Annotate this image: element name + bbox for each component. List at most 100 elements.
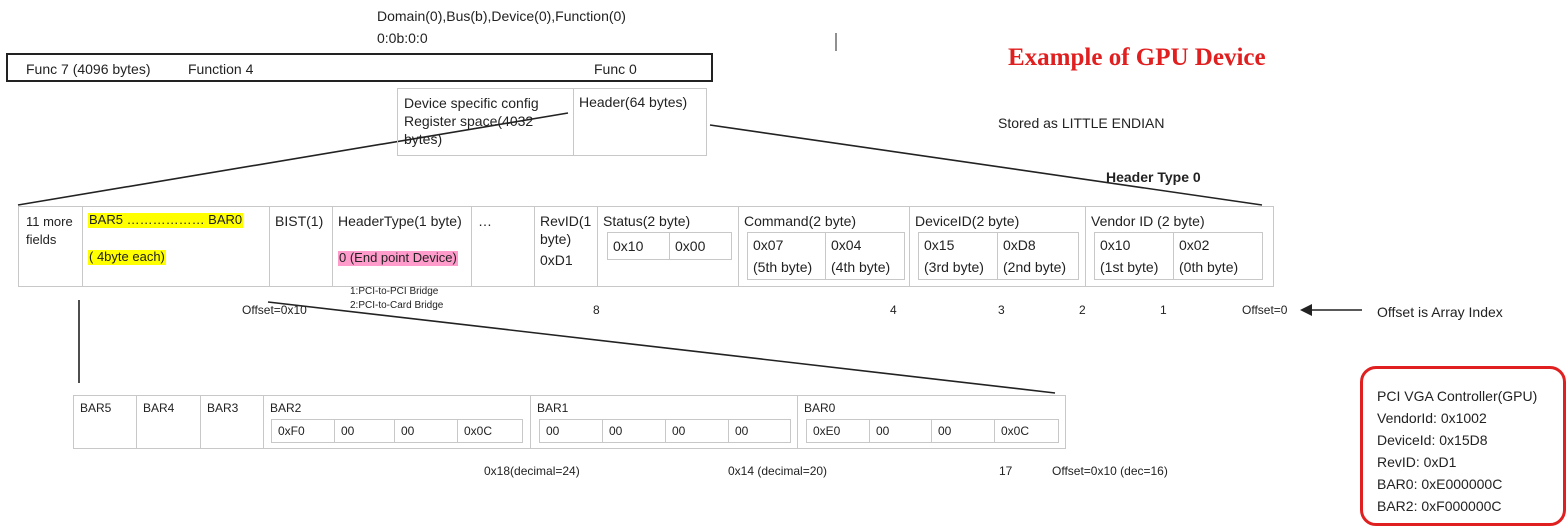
revid-cell: RevID(1 byte) 0xD1	[534, 206, 598, 287]
deviceid-byte-2-value: 0xD8	[1003, 237, 1036, 253]
offset-0x10-label: Offset=0x10	[242, 303, 307, 317]
bars-note: ( 4byte each)	[88, 249, 166, 265]
deviceid-byte-3-value: 0x15	[924, 237, 955, 253]
offset-3-label: 3	[998, 303, 1005, 317]
header-type-title: Header Type 0	[1106, 169, 1201, 185]
func0-label: Func 0	[594, 61, 637, 77]
gpu-summary-title: PCI VGA Controller(GPU)	[1377, 388, 1538, 404]
device-specific-config-box: Device specific config Register space(40…	[397, 88, 574, 156]
bar3-cell: BAR3	[200, 395, 264, 449]
offset-arrow-head	[1300, 304, 1312, 316]
offset-1-label: 1	[1160, 303, 1167, 317]
bar1-cell: BAR1 00 00 00 00	[530, 395, 798, 449]
bars-cell: BAR5 ……………… BAR0 ( 4byte each)	[82, 206, 270, 287]
gpu-summary-line: BAR2: 0xF000000C	[1377, 498, 1502, 514]
command-byte-5: 0x07 (5th byte)	[747, 232, 826, 280]
gpu-summary-line: DeviceId: 0x15D8	[1377, 432, 1488, 448]
bar-offset-0x14: 0x14 (decimal=20)	[728, 464, 828, 478]
bar4-cell: BAR4	[136, 395, 201, 449]
more-fields-cell: 11 more fields	[18, 206, 83, 287]
ellipsis-cell: …	[471, 206, 535, 287]
bar0-byte: 00	[869, 419, 932, 443]
bar5-cell: BAR5	[73, 395, 137, 449]
bar1-byte-value: 00	[672, 424, 686, 438]
bar0-label: BAR0	[804, 401, 836, 415]
bar1-label: BAR1	[537, 401, 569, 415]
offset-8-label: 8	[593, 303, 600, 317]
gpu-summary-line: VendorId: 0x1002	[1377, 410, 1487, 426]
gpu-summary-line: RevID: 0xD1	[1377, 454, 1457, 470]
bar-expand-line-right	[267, 301, 1056, 394]
vendorid-byte-0: 0x02 (0th byte)	[1173, 232, 1263, 280]
vendorid-byte-1: 0x10 (1st byte)	[1094, 232, 1174, 280]
deviceid-byte-2: 0xD8 (2nd byte)	[997, 232, 1079, 280]
bar1-byte: 00	[602, 419, 666, 443]
vendorid-cell: Vendor ID (2 byte) 0x10 (1st byte) 0x02 …	[1085, 206, 1274, 287]
offset-2-label: 2	[1079, 303, 1086, 317]
bar2-cell: BAR2 0xF0 00 00 0x0C	[263, 395, 531, 449]
gpu-summary-line: BAR0: 0xE000000C	[1377, 476, 1503, 492]
bar0-byte-value: 00	[876, 424, 890, 438]
status-byte-1: 0x10	[607, 232, 670, 260]
status-cell: Status(2 byte) 0x10 0x00	[597, 206, 739, 287]
bar-offset-17: 17	[999, 464, 1013, 478]
bar1-byte-value: 00	[546, 424, 560, 438]
bar0-byte: 0xE0	[806, 419, 870, 443]
command-byte-4-value: 0x04	[831, 237, 862, 253]
header-type-label: HeaderType(1 byte)	[338, 213, 462, 229]
bar0-byte-value: 0x0C	[1001, 424, 1030, 438]
header-type-value: 0 (End point Device)	[338, 250, 458, 266]
command-byte-4-note: (4th byte)	[831, 259, 891, 275]
deviceid-byte-3: 0x15 (3rd byte)	[918, 232, 998, 280]
page-title: Example of GPU Device	[1008, 44, 1266, 71]
vendorid-label: Vendor ID (2 byte)	[1091, 213, 1205, 229]
bar4-label: BAR4	[143, 401, 175, 415]
bar1-byte: 00	[539, 419, 603, 443]
offset-0-label: Offset=0	[1242, 303, 1288, 317]
header-expand-line-right	[709, 124, 1263, 206]
command-byte-5-note: (5th byte)	[753, 259, 813, 275]
array-index-note: Offset is Array Index	[1377, 304, 1503, 320]
deviceid-cell: DeviceID(2 byte) 0x15 (3rd byte) 0xD8 (2…	[909, 206, 1086, 287]
function-bar: Func 7 (4096 bytes) Function 4 Func 0	[6, 53, 713, 82]
bar0-byte-value: 00	[938, 424, 952, 438]
bar5-label: BAR5	[80, 401, 112, 415]
bist-cell: BIST(1)	[269, 206, 333, 287]
bar-offset-0x10: Offset=0x10 (dec=16)	[1052, 464, 1168, 478]
more-fields-label: 11 more fields	[26, 214, 73, 247]
function4-label: Function 4	[188, 61, 254, 77]
gpu-summary-box: PCI VGA Controller(GPU) VendorId: 0x1002…	[1360, 366, 1566, 526]
bar2-label: BAR2	[270, 401, 302, 415]
bridge-note-2: 2:PCI-to-Card Bridge	[350, 300, 444, 311]
status-label: Status(2 byte)	[603, 213, 691, 229]
bar3-label: BAR3	[207, 401, 239, 415]
header-expand-line-left	[17, 112, 569, 206]
bar0-byte-value: 0xE0	[813, 424, 841, 438]
bar0-cell: BAR0 0xE0 00 00 0x0C	[797, 395, 1066, 449]
bar2-byte-value: 0xF0	[278, 424, 305, 438]
bar1-byte: 00	[665, 419, 729, 443]
bdf-address: 0:0b:0:0	[377, 30, 428, 46]
header-64-box: Header(64 bytes)	[573, 88, 707, 156]
func7-label: Func 7 (4096 bytes)	[26, 61, 151, 77]
command-byte-4: 0x04 (4th byte)	[825, 232, 905, 280]
vendorid-byte-0-note: (0th byte)	[1179, 259, 1239, 275]
bar2-byte: 0xF0	[271, 419, 335, 443]
ellipsis-label: …	[478, 213, 492, 229]
bar2-byte: 00	[334, 419, 395, 443]
status-byte-0-value: 0x00	[675, 238, 706, 254]
bar0-byte: 00	[931, 419, 995, 443]
bar1-byte: 00	[728, 419, 791, 443]
domain-line: Domain(0),Bus(b),Device(0),Function(0)	[377, 8, 626, 24]
command-cell: Command(2 byte) 0x07 (5th byte) 0x04 (4t…	[738, 206, 910, 287]
vendorid-byte-1-value: 0x10	[1100, 237, 1131, 253]
offset-4-label: 4	[890, 303, 897, 317]
bridge-note-1: 1:PCI-to-PCI Bridge	[350, 286, 439, 297]
status-byte-1-value: 0x10	[613, 238, 644, 254]
deviceid-label: DeviceID(2 byte)	[915, 213, 1020, 229]
bars-label: BAR5 ……………… BAR0	[88, 212, 244, 228]
deviceid-byte-2-note: (2nd byte)	[1003, 259, 1067, 275]
deviceid-byte-3-note: (3rd byte)	[924, 259, 984, 275]
vendorid-byte-1-note: (1st byte)	[1100, 259, 1159, 275]
